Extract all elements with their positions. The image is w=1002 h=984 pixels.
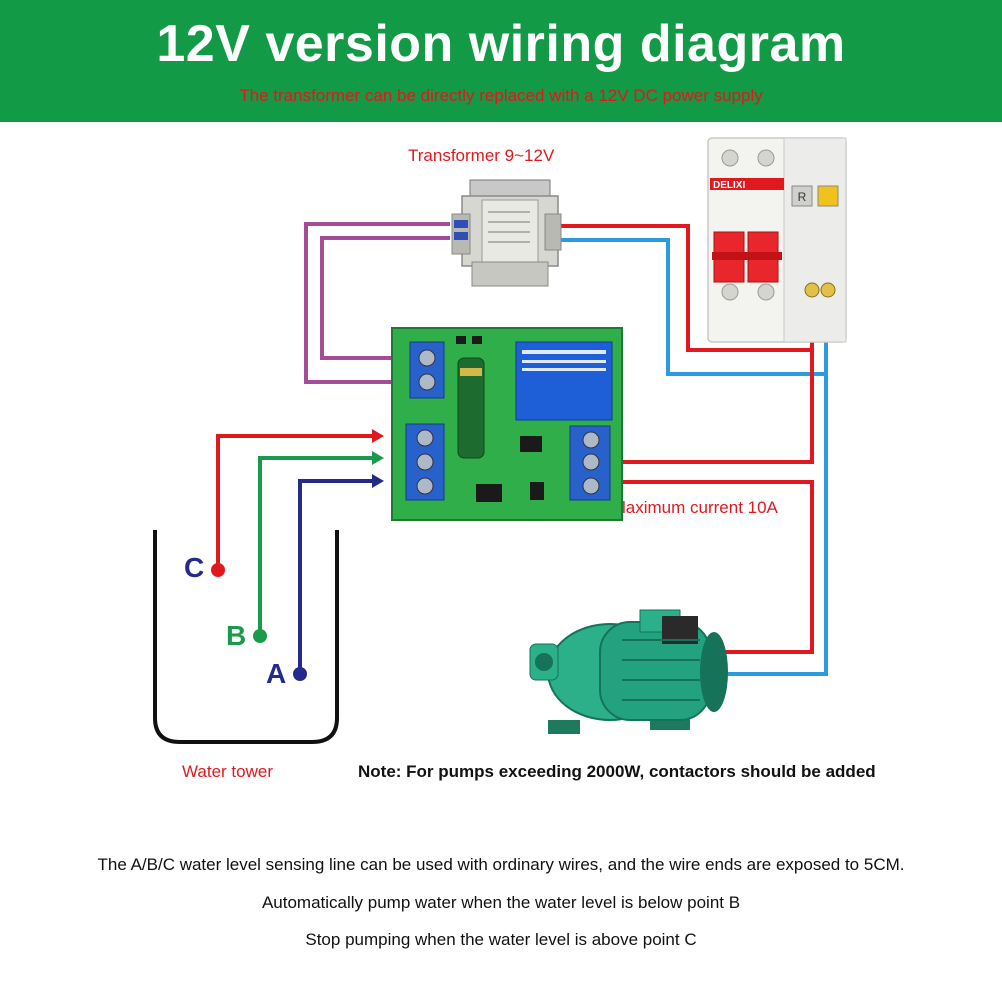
- footer-line-3: Stop pumping when the water level is abo…: [305, 930, 697, 949]
- point-c-label: C: [184, 552, 205, 583]
- header-banner: 12V version wiring diagram The transform…: [0, 0, 1002, 122]
- max-current-label: laximum current 10A: [622, 498, 778, 517]
- page-subtitle: The transformer can be directly replaced…: [239, 86, 763, 105]
- arrow-a: [372, 474, 384, 488]
- sense-wire-c: [216, 434, 378, 568]
- blue-wire-transformer-to-breaker: [540, 238, 828, 376]
- red-wire-relay-to-breaker: [608, 350, 814, 464]
- circuit-breaker: R: [707, 137, 847, 343]
- point-a-label: A: [266, 658, 287, 689]
- probe-a: [293, 667, 307, 681]
- water-tower: [153, 530, 339, 744]
- sense-wire-a: [298, 479, 378, 674]
- purple-wire-2: [320, 236, 450, 360]
- page-title: 12V version wiring diagram: [156, 15, 846, 73]
- sense-wire-b: [258, 456, 378, 636]
- probe-c: [211, 563, 225, 577]
- contactor-note: Note: For pumps exceeding 2000W, contact…: [358, 762, 876, 781]
- transformer-label: Transformer 9~12V: [408, 146, 555, 165]
- breaker-brand: DELIXI: [713, 180, 746, 191]
- purple-wire-1: [304, 222, 450, 384]
- arrow-b: [372, 451, 384, 465]
- point-b-label: B: [226, 620, 247, 651]
- transformer: [451, 179, 562, 287]
- arrow-c: [372, 429, 384, 443]
- blue-wire-to-pump: [724, 374, 828, 676]
- probe-b: [253, 629, 267, 643]
- water-tower-label: Water tower: [182, 762, 274, 781]
- svg-text:R: R: [798, 190, 807, 204]
- controller-board: [391, 327, 623, 521]
- water-pump: [529, 609, 728, 734]
- footer-line-1: The A/B/C water level sensing line can b…: [97, 855, 905, 874]
- footer-line-2: Automatically pump water when the water …: [261, 893, 741, 912]
